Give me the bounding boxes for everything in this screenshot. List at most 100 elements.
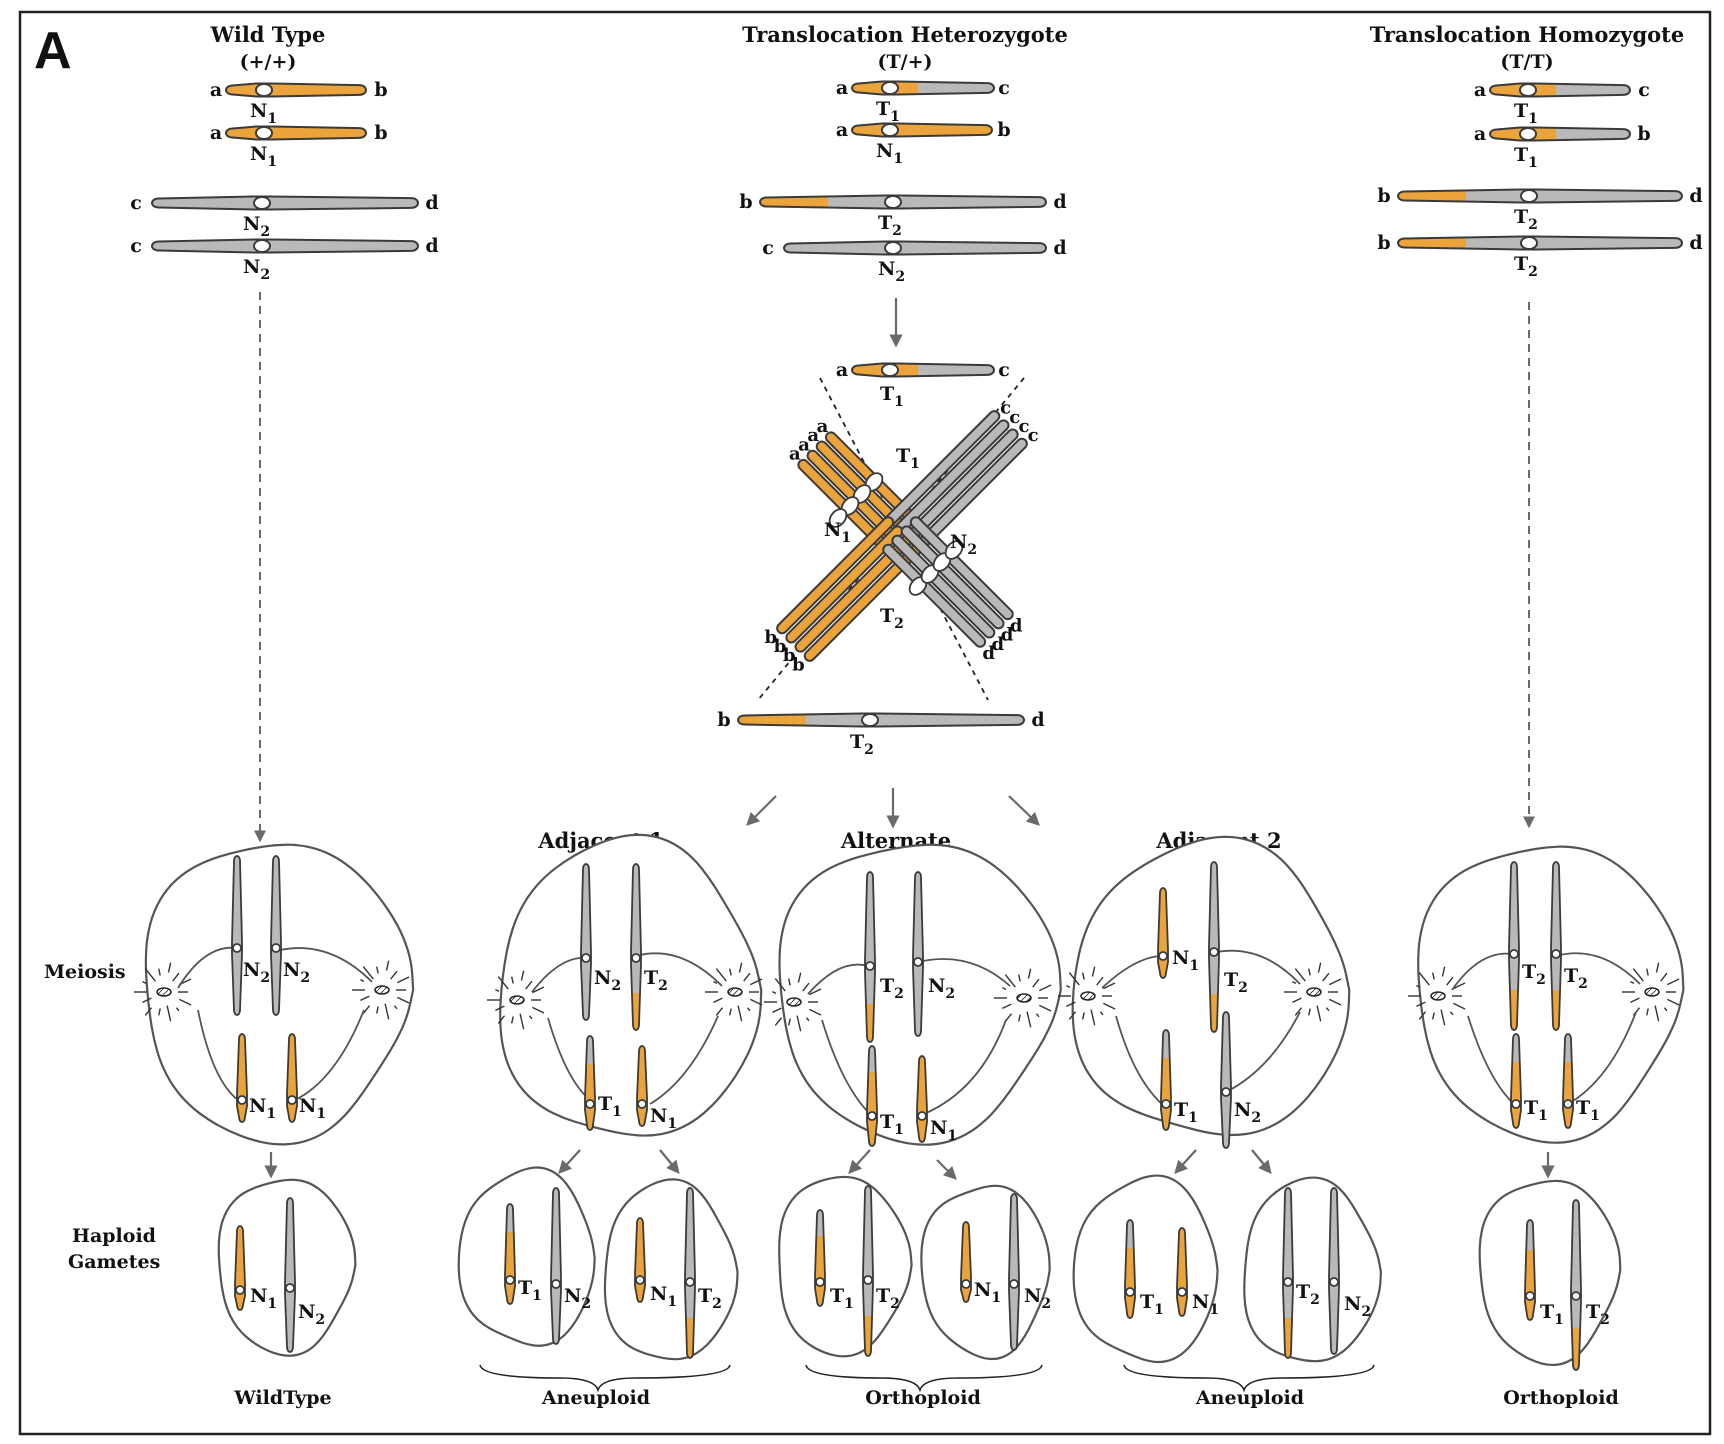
hom-t2-upper-name: T2 [1514, 206, 1538, 233]
gam-adj2l-t1-name-subscript: 1 [1154, 1302, 1164, 1318]
fiber-alt-4 [923, 1019, 1007, 1115]
mei-homo-t2-right-name-subscript: 2 [1578, 976, 1588, 992]
mei-alt-n2-name-letter: N [928, 975, 945, 997]
mei-wild-n1-left [236, 1033, 248, 1123]
mei-homo-t2-right-centromere [1551, 949, 1561, 959]
gam-altl-t2-name: T2 [876, 1285, 900, 1312]
arrow-adj2-right [1251, 1149, 1272, 1175]
hom-t2-lower-centromere [1520, 236, 1538, 250]
hom-t1-upper-name: T1 [1514, 100, 1538, 127]
gam-adj2r-n2-name-subscript: 2 [1361, 1304, 1371, 1320]
het-n2-name: N2 [878, 258, 905, 285]
gam-adj1l-n2-name: N2 [564, 1285, 591, 1312]
mei-homo-t1-right-centromere [1563, 1099, 1573, 1109]
hom-t1-upper [1489, 82, 1631, 98]
header-wild-type: Wild Type (+/+) [210, 22, 326, 73]
mei-homo-t2-left-name-letter: T [1522, 961, 1536, 983]
mei-adj2-t1-name-subscript: 1 [1188, 1110, 1198, 1126]
wt-n1-upper-centromere [255, 83, 273, 97]
mei-homo-t2-left [1508, 861, 1520, 1031]
quad-t1-arm-c: c [998, 359, 1010, 381]
gam-adj2r-t2 [1282, 1187, 1294, 1359]
gam-adj1r-n1-centromere [635, 1275, 645, 1285]
mei-adj1-n2-name-subscript: 2 [611, 978, 621, 994]
quad-t2-name: T2 [850, 731, 874, 758]
hom-t1-lower [1489, 126, 1631, 142]
gam-homo-t1-name: T1 [1540, 1301, 1564, 1328]
mei-alt-n2-centromere [913, 957, 923, 967]
het-n2-name-subscript: 2 [895, 269, 905, 285]
mei-wild-n2-left-centromere [232, 943, 242, 953]
gam-wild-n2-centromere [285, 1283, 295, 1293]
hom-t2-upper-name-subscript: 2 [1528, 217, 1538, 233]
cell-meiosis-homo [1408, 845, 1685, 1144]
mei-alt-t2-centromere [865, 961, 875, 971]
cell-meiosis-adj2 [1058, 835, 1351, 1137]
gam-altr-n1-name: N1 [974, 1279, 1001, 1306]
mei-adj1-t1-name-subscript: 1 [612, 1104, 622, 1120]
quad-strand-fill-d-1 [911, 518, 1012, 619]
hom-t1-lower-arm-a: a [1474, 123, 1486, 145]
quad-t2-name-letter: T [850, 731, 864, 753]
figure-frame [18, 10, 1712, 1436]
fiber-homo-1 [1451, 952, 1513, 991]
quad-label-t1-letter: T [896, 445, 910, 467]
fiber-adj1-4 [649, 1015, 719, 1105]
mei-alt-n2-name-subscript: 2 [945, 986, 955, 1002]
mei-adj2-n2-centromere [1221, 1087, 1231, 1097]
fiber-wild-3 [197, 1009, 239, 1101]
mei-adj1-n1-centromere [637, 1099, 647, 1109]
gam-adj1r-t2 [684, 1187, 696, 1359]
mei-alt-t1-name: T1 [880, 1111, 904, 1138]
gam-altl-t1-name-subscript: 1 [844, 1296, 854, 1312]
wt-n1-lower-arm-a: a [210, 122, 222, 144]
gam-altr-n2-name: N2 [1024, 1285, 1051, 1312]
mei-homo-t1-right-name: T1 [1576, 1097, 1600, 1124]
gam-altl-t2 [862, 1185, 874, 1357]
fiber-alt-2 [917, 958, 1011, 987]
cells-layer [134, 833, 1685, 1367]
mei-wild-n1-right-name-subscript: 1 [316, 1106, 326, 1122]
wt-n1-upper-arm-a: a [210, 79, 222, 101]
gam-homo-t1 [1524, 1219, 1536, 1321]
het-n2 [783, 240, 1047, 256]
het-t1-name-letter: T [876, 98, 890, 120]
hom-t2-lower-name-letter: T [1514, 253, 1528, 275]
het-t2-name: T2 [878, 212, 902, 239]
mei-adj1-n2-name: N2 [594, 967, 621, 994]
quad-strand-fill-d-3 [893, 536, 994, 637]
mei-alt-t2-name-letter: T [880, 975, 894, 997]
gam-adj2l-n1-name-subscript: 1 [1209, 1302, 1219, 1318]
mei-adj1-t2-name-subscript: 2 [658, 978, 668, 994]
het-t1-arm-c: c [998, 77, 1010, 99]
outcome-aneuploid-2: Aneuploid [1195, 1387, 1304, 1409]
het-n1-name-letter: N [876, 140, 893, 162]
wt-n1-lower-name-subscript: 1 [267, 154, 277, 170]
fiber-alt-1 [807, 963, 869, 995]
het-n1-centromere [881, 123, 899, 137]
gam-adj2l-n1-name-letter: N [1192, 1291, 1209, 1313]
wt-n1-lower-arm-b: b [374, 122, 387, 144]
mei-alt-t2-name: T2 [880, 975, 904, 1002]
mei-adj1-t2-name: T2 [644, 967, 668, 994]
gam-altr-n2-centromere [1009, 1279, 1019, 1289]
het-t1-arm-a: a [836, 77, 848, 99]
mei-wild-n2-right [270, 855, 282, 1016]
hom-t2-lower-arm-d: d [1689, 232, 1702, 254]
het-t1-name: T1 [876, 98, 900, 125]
fiber-wild-4 [294, 1009, 365, 1101]
hom-t2-upper-centromere [1520, 189, 1538, 203]
quad-t1-name-letter: T [880, 383, 894, 405]
mei-adj2-n1 [1157, 887, 1169, 979]
mei-wild-n1-left-name-letter: N [249, 1095, 266, 1117]
quad-arm-label-d-4: d [982, 643, 995, 664]
pole-adj1-right [705, 962, 763, 1022]
mei-homo-t2-right [1550, 861, 1562, 1031]
mei-alt-t2 [864, 871, 876, 1043]
wt-n2-upper-arm-c: c [130, 192, 142, 214]
quad-t2-centromere [861, 713, 879, 727]
header-heterozygote-genotype: (T/+) [878, 51, 933, 73]
gam-adj2l-n1-name: N1 [1192, 1291, 1219, 1318]
pole-alt-left [764, 972, 822, 1032]
